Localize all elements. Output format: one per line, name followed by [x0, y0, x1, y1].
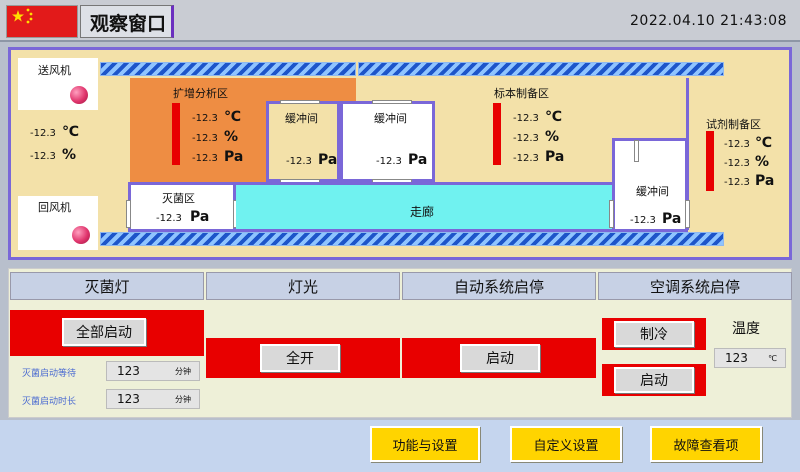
temp-setpoint-input[interactable]: 123 ℃: [714, 348, 786, 368]
sterile-room: [128, 182, 236, 232]
header-lighting: 灯光: [206, 272, 400, 300]
duration-unit: 分钟: [175, 394, 191, 404]
sterile-pressure-unit: Pa: [190, 209, 210, 225]
sample-humid-unit: %: [545, 129, 560, 145]
supply-fan-label: 送风机: [38, 64, 71, 77]
reagent-humid-value: -12.3: [724, 158, 750, 169]
buffer2-pressure-unit: Pa: [408, 152, 428, 168]
left-temp-unit: ℃: [62, 124, 79, 140]
reagent-pressure-unit: Pa: [755, 173, 775, 189]
left-temp-value: -12.3: [30, 128, 56, 139]
sample-pressure-value: -12.3: [513, 153, 539, 164]
sample-temp-unit: ℃: [545, 109, 562, 125]
sample-temp-value: -12.3: [513, 113, 539, 124]
all-start-button[interactable]: 全部启动: [62, 318, 146, 346]
expansion-level-bar: [172, 103, 180, 165]
expansion-pressure-value: -12.3: [192, 153, 218, 164]
header-ac-system: 空调系统启停: [598, 272, 792, 300]
left-humid-value: -12.3: [30, 151, 56, 162]
return-fan-indicator-icon[interactable]: [72, 226, 90, 244]
ac-start-button[interactable]: 启动: [614, 367, 694, 393]
title-box: [80, 5, 174, 38]
duct-top-left: [100, 62, 356, 76]
buffer2-label: 缓冲间: [374, 112, 407, 125]
sample-pressure-unit: Pa: [545, 149, 565, 165]
reagent-temp-value: -12.3: [724, 139, 750, 150]
sample-room-label: 标本制备区: [494, 87, 549, 100]
supply-fan-indicator-icon[interactable]: [70, 86, 88, 104]
expansion-temp-value: -12.3: [192, 113, 218, 124]
reagent-level-bar: [706, 131, 714, 191]
sterile-door-left: [126, 200, 131, 228]
sample-humid-value: -12.3: [513, 133, 539, 144]
sample-level-bar: [493, 103, 501, 165]
reagent-room-label: 试剂制备区: [706, 118, 761, 131]
buffer3-pressure-unit: Pa: [662, 211, 682, 227]
buffer3-pressure-value: -12.3: [630, 215, 656, 226]
buffer2-door-top: [372, 100, 412, 104]
fault-view-button[interactable]: 故障查看项: [650, 426, 762, 462]
buffer3-door-left: [609, 200, 614, 228]
custom-settings-button[interactable]: 自定义设置: [510, 426, 622, 462]
cooling-button[interactable]: 制冷: [614, 321, 694, 347]
reagent-humid-unit: %: [755, 154, 770, 170]
temp-setpoint-label: 温度: [732, 321, 760, 337]
buffer-room-3: [612, 138, 688, 232]
return-fan-label: 回风机: [38, 201, 71, 214]
wait-value: 123: [117, 364, 140, 378]
duct-top-right: [358, 62, 724, 76]
expansion-humid-value: -12.3: [192, 133, 218, 144]
temp-setpoint-unit: ℃: [768, 353, 777, 363]
left-humid-unit: %: [62, 147, 77, 163]
reagent-pressure-value: -12.3: [724, 177, 750, 188]
duct-bottom: [100, 232, 724, 246]
sterile-pressure-value: -12.3: [156, 213, 182, 224]
buffer2-pressure-value: -12.3: [376, 156, 402, 167]
duration-label: 灭菌启动时长: [22, 397, 77, 407]
buffer1-pressure-unit: Pa: [318, 152, 338, 168]
wait-input[interactable]: 123 分钟: [106, 361, 200, 381]
duration-input[interactable]: 123 分钟: [106, 389, 200, 409]
buffer1-label: 缓冲间: [285, 112, 318, 125]
buffer3-door-top: [634, 140, 639, 162]
header-auto-system: 自动系统启停: [402, 272, 596, 300]
buffer1-door-top: [280, 100, 320, 104]
buffer1-pressure-value: -12.3: [286, 156, 312, 167]
wait-unit: 分钟: [175, 366, 191, 376]
reagent-temp-unit: ℃: [755, 135, 772, 151]
wait-label: 灭菌启动等待: [22, 369, 77, 379]
buffer3-door-right: [685, 200, 690, 228]
auto-start-button[interactable]: 启动: [460, 344, 540, 372]
page-title: 观察窗口: [90, 13, 167, 35]
expansion-pressure-unit: Pa: [224, 149, 244, 165]
datetime-display: 2022.04.10 21:43:08: [630, 13, 787, 29]
light-all-on-button[interactable]: 全开: [260, 344, 340, 372]
expansion-humid-unit: %: [224, 129, 239, 145]
corridor-label: 走廊: [410, 205, 435, 219]
duration-value: 123: [117, 392, 140, 406]
buffer3-label: 缓冲间: [636, 185, 669, 198]
header-sterile-lamp: 灭菌灯: [10, 272, 204, 300]
temp-setpoint-value: 123: [725, 351, 748, 365]
sterile-label: 灭菌区: [162, 192, 195, 205]
function-settings-button[interactable]: 功能与设置: [370, 426, 480, 462]
corridor: [236, 182, 612, 232]
flag-icon: [6, 5, 78, 38]
expansion-temp-unit: ℃: [224, 109, 241, 125]
expansion-room-label: 扩增分析区: [173, 87, 228, 100]
